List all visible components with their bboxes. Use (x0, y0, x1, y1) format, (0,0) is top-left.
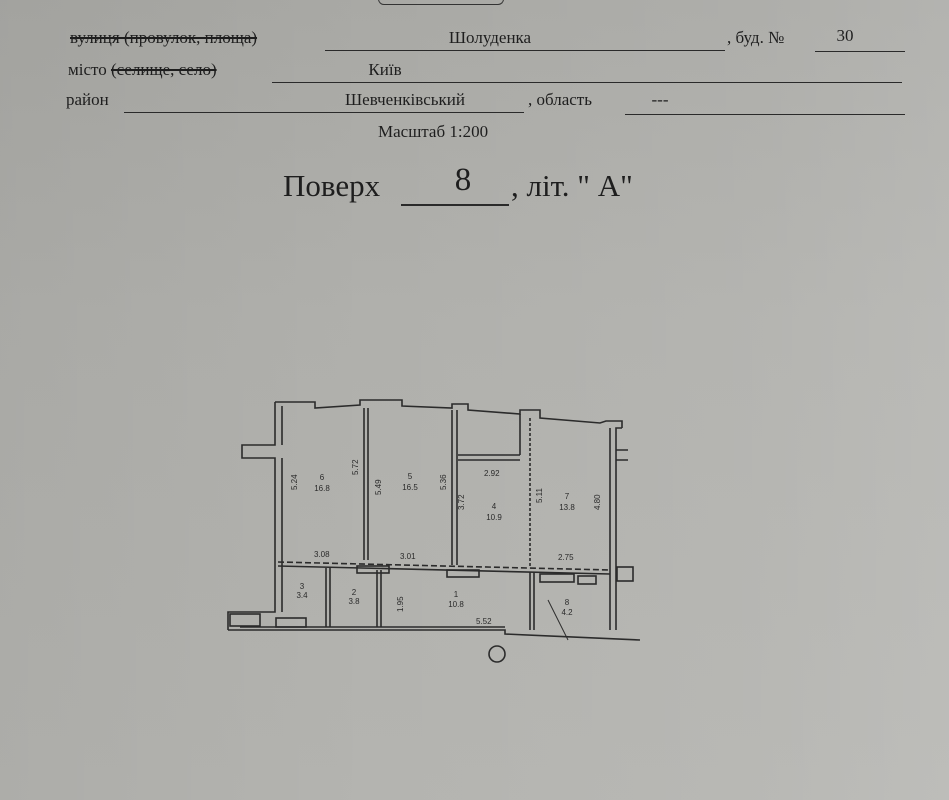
floor-title: Поверх 8 , літ. " А" (283, 162, 633, 206)
room-number: 3 (300, 582, 305, 591)
room-number: 8 (565, 598, 570, 607)
street-row: вулиця (провулок, площа) Шолуденка , буд… (0, 26, 949, 54)
room-number: 7 (565, 492, 570, 501)
region-underline (625, 114, 905, 115)
district-row: район Шевченківський , область --- (0, 90, 949, 116)
dim-label: 5.11 (535, 487, 544, 503)
room-area: 16.5 (402, 483, 418, 492)
region-label: , область (528, 90, 592, 109)
dim-label: 5.36 (439, 474, 448, 490)
dim-label: 2.75 (558, 553, 574, 562)
building-underline (815, 51, 905, 52)
room-number: 1 (454, 590, 459, 599)
dim-label: 5.52 (476, 617, 492, 626)
dim-label: 5.72 (351, 459, 360, 475)
building-value: 30 (836, 26, 854, 45)
room-area: 10.8 (448, 600, 464, 609)
room-area: 16.8 (314, 484, 330, 493)
district-value: Шевченківський (345, 90, 465, 109)
room-number: 2 (352, 588, 357, 597)
floor-value: 8 (454, 162, 472, 198)
dim-label: 3.08 (314, 550, 330, 559)
floor-underline (401, 204, 509, 206)
district-label: район (66, 90, 109, 109)
street-value: Шолуденка (448, 28, 532, 47)
room-number: 5 (408, 472, 413, 481)
city-label: місто (селище, село) (68, 60, 217, 80)
dim-label: 3.72 (457, 494, 466, 510)
district-underline (124, 112, 524, 113)
city-row: місто (селище, село) Київ (0, 60, 949, 86)
region-value: --- (651, 90, 669, 109)
city-value: Київ (368, 60, 402, 79)
city-label-plain: місто (68, 60, 107, 79)
dim-label: 5.24 (290, 474, 299, 490)
room-number: 6 (320, 473, 325, 482)
building-label: , буд. № (727, 28, 785, 47)
room-area: 10.9 (486, 513, 502, 522)
room-area: 4.2 (561, 608, 573, 617)
room-number: 4 (492, 502, 497, 511)
street-label: вулиця (провулок, площа) (70, 28, 258, 47)
room-area: 3.8 (348, 597, 360, 606)
dim-label: 1.95 (396, 596, 405, 612)
floor-label: Поверх (283, 168, 381, 203)
scale-text: Масштаб 1:200 (378, 122, 489, 141)
city-underline (272, 82, 902, 83)
city-label-struck: (селище, село) (110, 60, 217, 79)
dim-label: 5.49 (374, 479, 383, 495)
room-area: 3.4 (296, 591, 308, 600)
room-area: 13.8 (559, 503, 575, 512)
letter-text: , літ. " А" (511, 168, 633, 203)
street-underline (325, 50, 725, 51)
dim-label: 2.92 (484, 469, 500, 478)
dim-label: 4.80 (593, 494, 602, 510)
dim-label: 3.01 (400, 552, 416, 561)
